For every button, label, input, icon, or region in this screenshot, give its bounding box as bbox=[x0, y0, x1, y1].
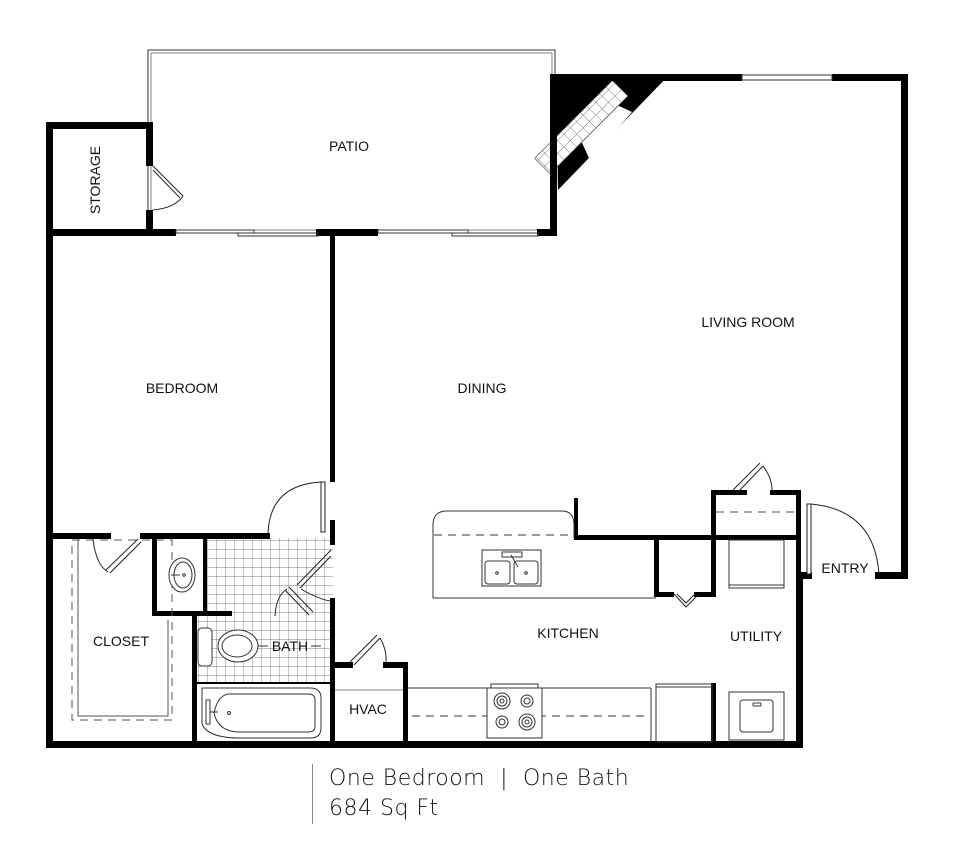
doors bbox=[92, 165, 880, 666]
label-entry: ENTRY bbox=[821, 560, 869, 576]
fireplace-icon bbox=[534, 76, 668, 190]
floorplan-caption: One Bedroom | One Bath 684 Sq Ft bbox=[312, 764, 629, 824]
unit-type: One Bedroom | One Bath bbox=[329, 766, 630, 791]
kitchen-sink-icon bbox=[481, 549, 542, 587]
walls bbox=[46, 74, 908, 748]
label-closet: CLOSET bbox=[93, 633, 149, 649]
square-footage: 684 Sq Ft bbox=[329, 796, 439, 821]
label-living-room: LIVING ROOM bbox=[701, 314, 794, 330]
refrigerator-icon bbox=[655, 683, 713, 743]
label-storage: STORAGE bbox=[87, 146, 103, 214]
label-hvac: HVAC bbox=[349, 701, 387, 717]
dryer-icon bbox=[728, 539, 785, 589]
kitchen-island bbox=[432, 510, 656, 599]
bath-tile-floor bbox=[196, 614, 333, 684]
label-kitchen: KITCHEN bbox=[537, 625, 598, 641]
label-patio: PATIO bbox=[329, 138, 369, 154]
bathroom-sink-icon bbox=[168, 557, 196, 593]
toilet-icon bbox=[197, 627, 259, 667]
sliding-doors bbox=[175, 74, 833, 237]
closet-shelf bbox=[71, 539, 173, 721]
bathtub-icon bbox=[201, 687, 322, 739]
stove-icon bbox=[486, 683, 543, 739]
label-dining: DINING bbox=[458, 380, 507, 396]
bath-tile-floor bbox=[203, 538, 333, 614]
label-bedroom: BEDROOM bbox=[146, 380, 218, 396]
label-utility: UTILITY bbox=[730, 628, 783, 644]
washer-icon bbox=[728, 691, 785, 741]
label-bath: BATH bbox=[272, 638, 308, 654]
